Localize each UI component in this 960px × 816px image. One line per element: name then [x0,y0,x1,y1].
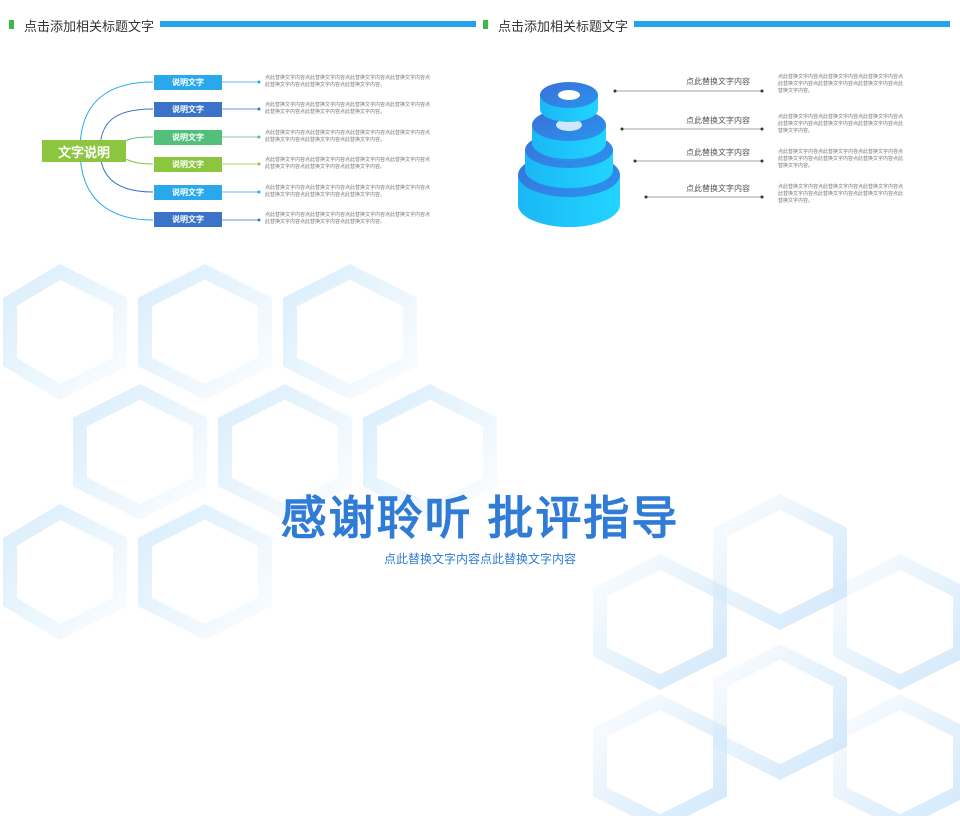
item-description[interactable]: 点此替换文字内容点此替换文字内容点此替换文字内容点此替换文字内容点此替换文字内容… [265,75,431,88]
label-box[interactable]: 说明文字 [154,130,222,145]
item-description[interactable]: 点此替换文字内容点此替换文字内容点此替换文字内容点此替换文字内容点此替换文字内容… [265,185,431,198]
item-description[interactable]: 点此替换文字内容点此替换文字内容点此替换文字内容点此替换文字内容点此替换文字内容… [778,184,904,204]
label-box[interactable]: 说明文字 [154,212,222,227]
label-box[interactable]: 说明文字 [154,185,222,200]
label-box[interactable]: 说明文字 [154,157,222,172]
title-underline [160,21,476,27]
title-underline [634,21,950,27]
item-label[interactable]: 点此替换文字内容 [686,184,750,193]
slide-title[interactable]: 点击添加相关标题文字 [24,19,155,34]
slide-mindmap: 点击添加相关标题文字 文字说明 说明文字 说明文字 说明文字 说明文字 说 [0,0,480,258]
center-label[interactable]: 文字说明 [42,140,126,162]
label-box[interactable]: 说明文字 [154,75,222,90]
item-description[interactable]: 点此替换文字内容点此替换文字内容点此替换文字内容点此替换文字内容点此替换文字内容… [778,114,904,134]
slide-thanks: 感谢聆听 批评指导 点此替换文字内容点此替换文字内容 [0,262,960,816]
item-label[interactable]: 点此替换文字内容 [686,148,750,157]
item-label[interactable]: 点此替换文字内容 [686,116,750,125]
item-description[interactable]: 点此替换文字内容点此替换文字内容点此替换文字内容点此替换文字内容点此替换文字内容… [265,212,431,225]
title-marker [9,20,14,29]
item-description[interactable]: 点此替换文字内容点此替换文字内容点此替换文字内容点此替换文字内容点此替换文字内容… [265,130,431,143]
item-description[interactable]: 点此替换文字内容点此替换文字内容点此替换文字内容点此替换文字内容点此替换文字内容… [265,157,431,170]
slide-title-bar: 点击添加相关标题文字 [0,14,480,36]
title-marker [483,20,488,29]
closing-headline[interactable]: 感谢聆听 批评指导 [280,492,680,544]
item-description[interactable]: 点此替换文字内容点此替换文字内容点此替换文字内容点此替换文字内容点此替换文字内容… [265,102,431,115]
slide-stack: 点击添加相关标题文字 [480,0,960,258]
stacked-rings-illustration [518,82,764,227]
slide-title[interactable]: 点击添加相关标题文字 [498,19,629,34]
closing-subtitle[interactable]: 点此替换文字内容点此替换文字内容 [383,552,576,566]
item-description[interactable]: 点此替换文字内容点此替换文字内容点此替换文字内容点此替换文字内容点此替换文字内容… [778,149,904,169]
slide-title-bar: 点击添加相关标题文字 [480,14,960,36]
hexagon-background [2,264,960,816]
item-description[interactable]: 点此替换文字内容点此替换文字内容点此替换文字内容点此替换文字内容点此替换文字内容… [778,74,904,94]
ring-1 [540,82,598,122]
item-label[interactable]: 点此替换文字内容 [686,77,750,86]
label-box[interactable]: 说明文字 [154,102,222,117]
